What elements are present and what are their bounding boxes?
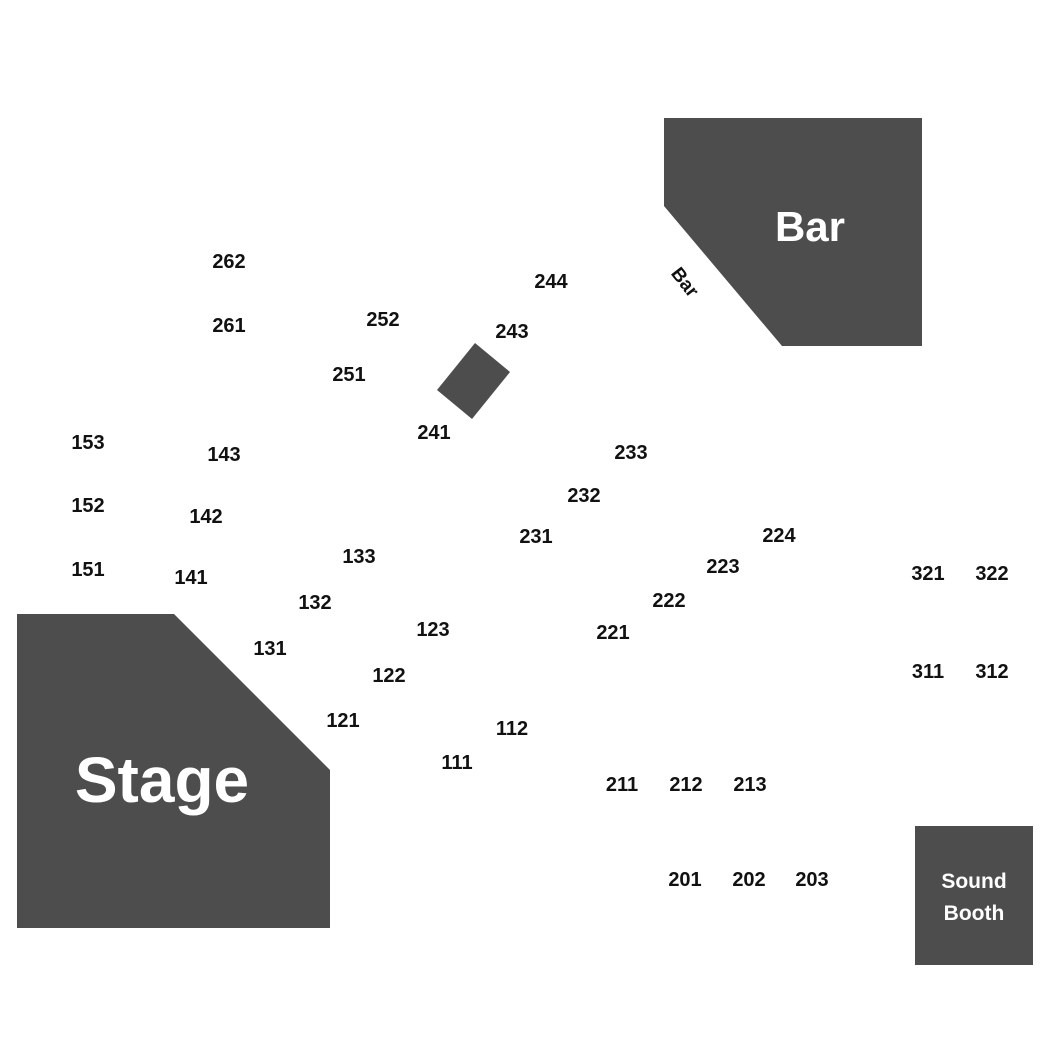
- section-133[interactable]: 133: [342, 546, 375, 568]
- section-122[interactable]: 122: [372, 665, 405, 687]
- section-123[interactable]: 123: [416, 619, 449, 641]
- section-121[interactable]: 121: [326, 710, 359, 732]
- pillar: [437, 343, 510, 419]
- section-311[interactable]: 311: [912, 661, 944, 683]
- section-233[interactable]: 233: [614, 442, 647, 464]
- section-131[interactable]: 131: [253, 638, 286, 660]
- section-211[interactable]: 211: [606, 774, 638, 796]
- section-142[interactable]: 142: [189, 506, 222, 528]
- section-143[interactable]: 143: [207, 444, 240, 466]
- section-224[interactable]: 224: [762, 525, 796, 547]
- bar-side-label: Bar: [666, 264, 702, 302]
- section-222[interactable]: 222: [652, 590, 685, 612]
- section-202[interactable]: 202: [732, 869, 765, 891]
- section-321[interactable]: 321: [911, 563, 944, 585]
- section-111[interactable]: 111: [441, 752, 472, 774]
- sound-booth: [915, 826, 1033, 965]
- sound-booth-label-line1: Sound: [941, 870, 1006, 893]
- section-243[interactable]: 243: [495, 321, 528, 343]
- stage-label: Stage: [75, 744, 249, 816]
- section-132[interactable]: 132: [298, 592, 331, 614]
- sound-booth-label-line2: Booth: [944, 902, 1005, 925]
- section-153[interactable]: 153: [71, 432, 104, 454]
- section-244[interactable]: 244: [534, 271, 568, 293]
- section-141[interactable]: 141: [174, 567, 207, 589]
- section-152[interactable]: 152: [71, 495, 104, 517]
- section-232[interactable]: 232: [567, 485, 600, 507]
- section-262[interactable]: 262: [212, 251, 245, 273]
- section-241[interactable]: 241: [417, 422, 450, 444]
- section-231[interactable]: 231: [519, 526, 552, 548]
- section-112[interactable]: 112: [496, 718, 528, 740]
- section-203[interactable]: 203: [795, 869, 828, 891]
- bar-area: [664, 118, 922, 346]
- section-213[interactable]: 213: [733, 774, 766, 796]
- section-151[interactable]: 151: [71, 559, 104, 581]
- section-212[interactable]: 212: [669, 774, 702, 796]
- section-252[interactable]: 252: [366, 309, 399, 331]
- section-322[interactable]: 322: [975, 563, 1008, 585]
- bar-label: Bar: [775, 203, 845, 250]
- section-223[interactable]: 223: [706, 556, 739, 578]
- stage-area: [17, 614, 330, 928]
- section-labels: 262 261 252 251 244 243 241 153 152 151 …: [71, 251, 1008, 891]
- section-201[interactable]: 201: [668, 869, 701, 891]
- section-251[interactable]: 251: [332, 364, 365, 386]
- section-221[interactable]: 221: [596, 622, 629, 644]
- section-261[interactable]: 261: [212, 315, 245, 337]
- section-312[interactable]: 312: [975, 661, 1008, 683]
